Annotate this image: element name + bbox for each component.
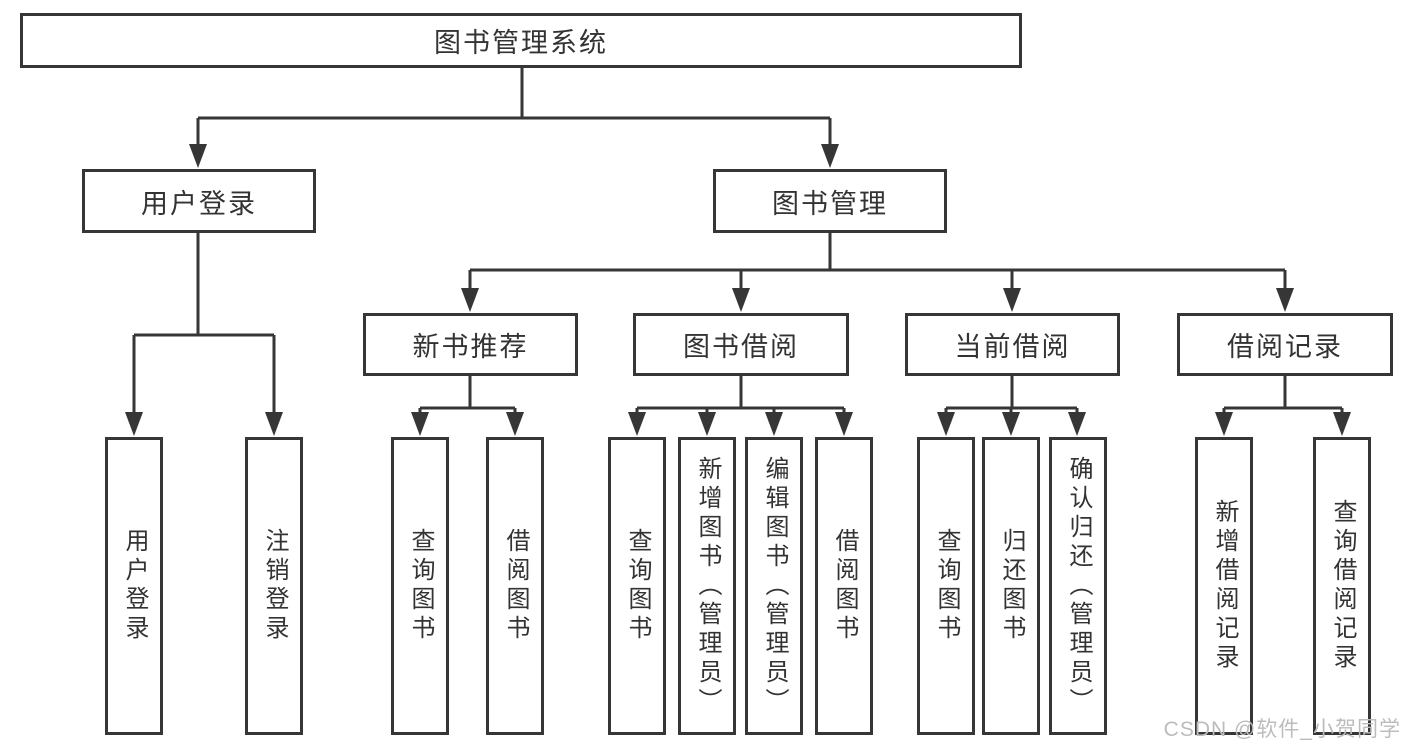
leaf-label: 借阅图书 (831, 528, 858, 644)
node-book-borrow: 图书借阅 (633, 313, 849, 376)
leaf-logout-login: 注销登录 (245, 437, 303, 735)
leaf-user-login: 用户登录 (105, 437, 163, 735)
node-root-system: 图书管理系统 (20, 13, 1022, 68)
leaf-add-book-admin: 新增图书（管理员） (678, 437, 736, 735)
leaf-label: 查询图书 (624, 528, 651, 644)
node-current-borrow: 当前借阅 (905, 313, 1120, 376)
leaf-borrow-books: 借阅图书 (815, 437, 873, 735)
leaf-query-books-recommend: 查询图书 (391, 437, 449, 735)
leaf-label: 查询图书 (933, 528, 960, 644)
node-borrow-record: 借阅记录 (1177, 313, 1393, 376)
leaf-edit-book-admin: 编辑图书（管理员） (745, 437, 803, 735)
leaf-label: 确认归还（管理员） (1065, 455, 1092, 717)
leaf-query-books-current: 查询图书 (917, 437, 975, 735)
leaf-label: 新增图书（管理员） (694, 455, 721, 717)
leaf-label: 借阅图书 (502, 528, 529, 644)
leaf-borrow-books-recommend: 借阅图书 (486, 437, 544, 735)
leaf-return-books: 归还图书 (982, 437, 1040, 735)
leaf-confirm-return-admin: 确认归还（管理员） (1049, 437, 1107, 735)
node-user-login: 用户登录 (82, 169, 316, 233)
leaf-add-borrow-record: 新增借阅记录 (1195, 437, 1253, 735)
leaf-label: 注销登录 (261, 528, 288, 644)
csdn-watermark: CSDN @软件_小贺同学 (1163, 718, 1401, 741)
leaf-label: 编辑图书（管理员） (761, 455, 788, 717)
arrowheads (125, 144, 1351, 436)
leaf-label: 归还图书 (998, 528, 1025, 644)
leaf-label: 查询图书 (407, 528, 434, 644)
leaf-query-borrow-record: 查询借阅记录 (1313, 437, 1371, 735)
leaf-label: 用户登录 (121, 528, 148, 644)
leaf-query-books-borrow: 查询图书 (608, 437, 666, 735)
leaf-label: 新增借阅记录 (1211, 499, 1238, 673)
leaf-label: 查询借阅记录 (1329, 499, 1356, 673)
node-new-book-recommend: 新书推荐 (363, 313, 578, 376)
node-book-management: 图书管理 (713, 169, 947, 233)
